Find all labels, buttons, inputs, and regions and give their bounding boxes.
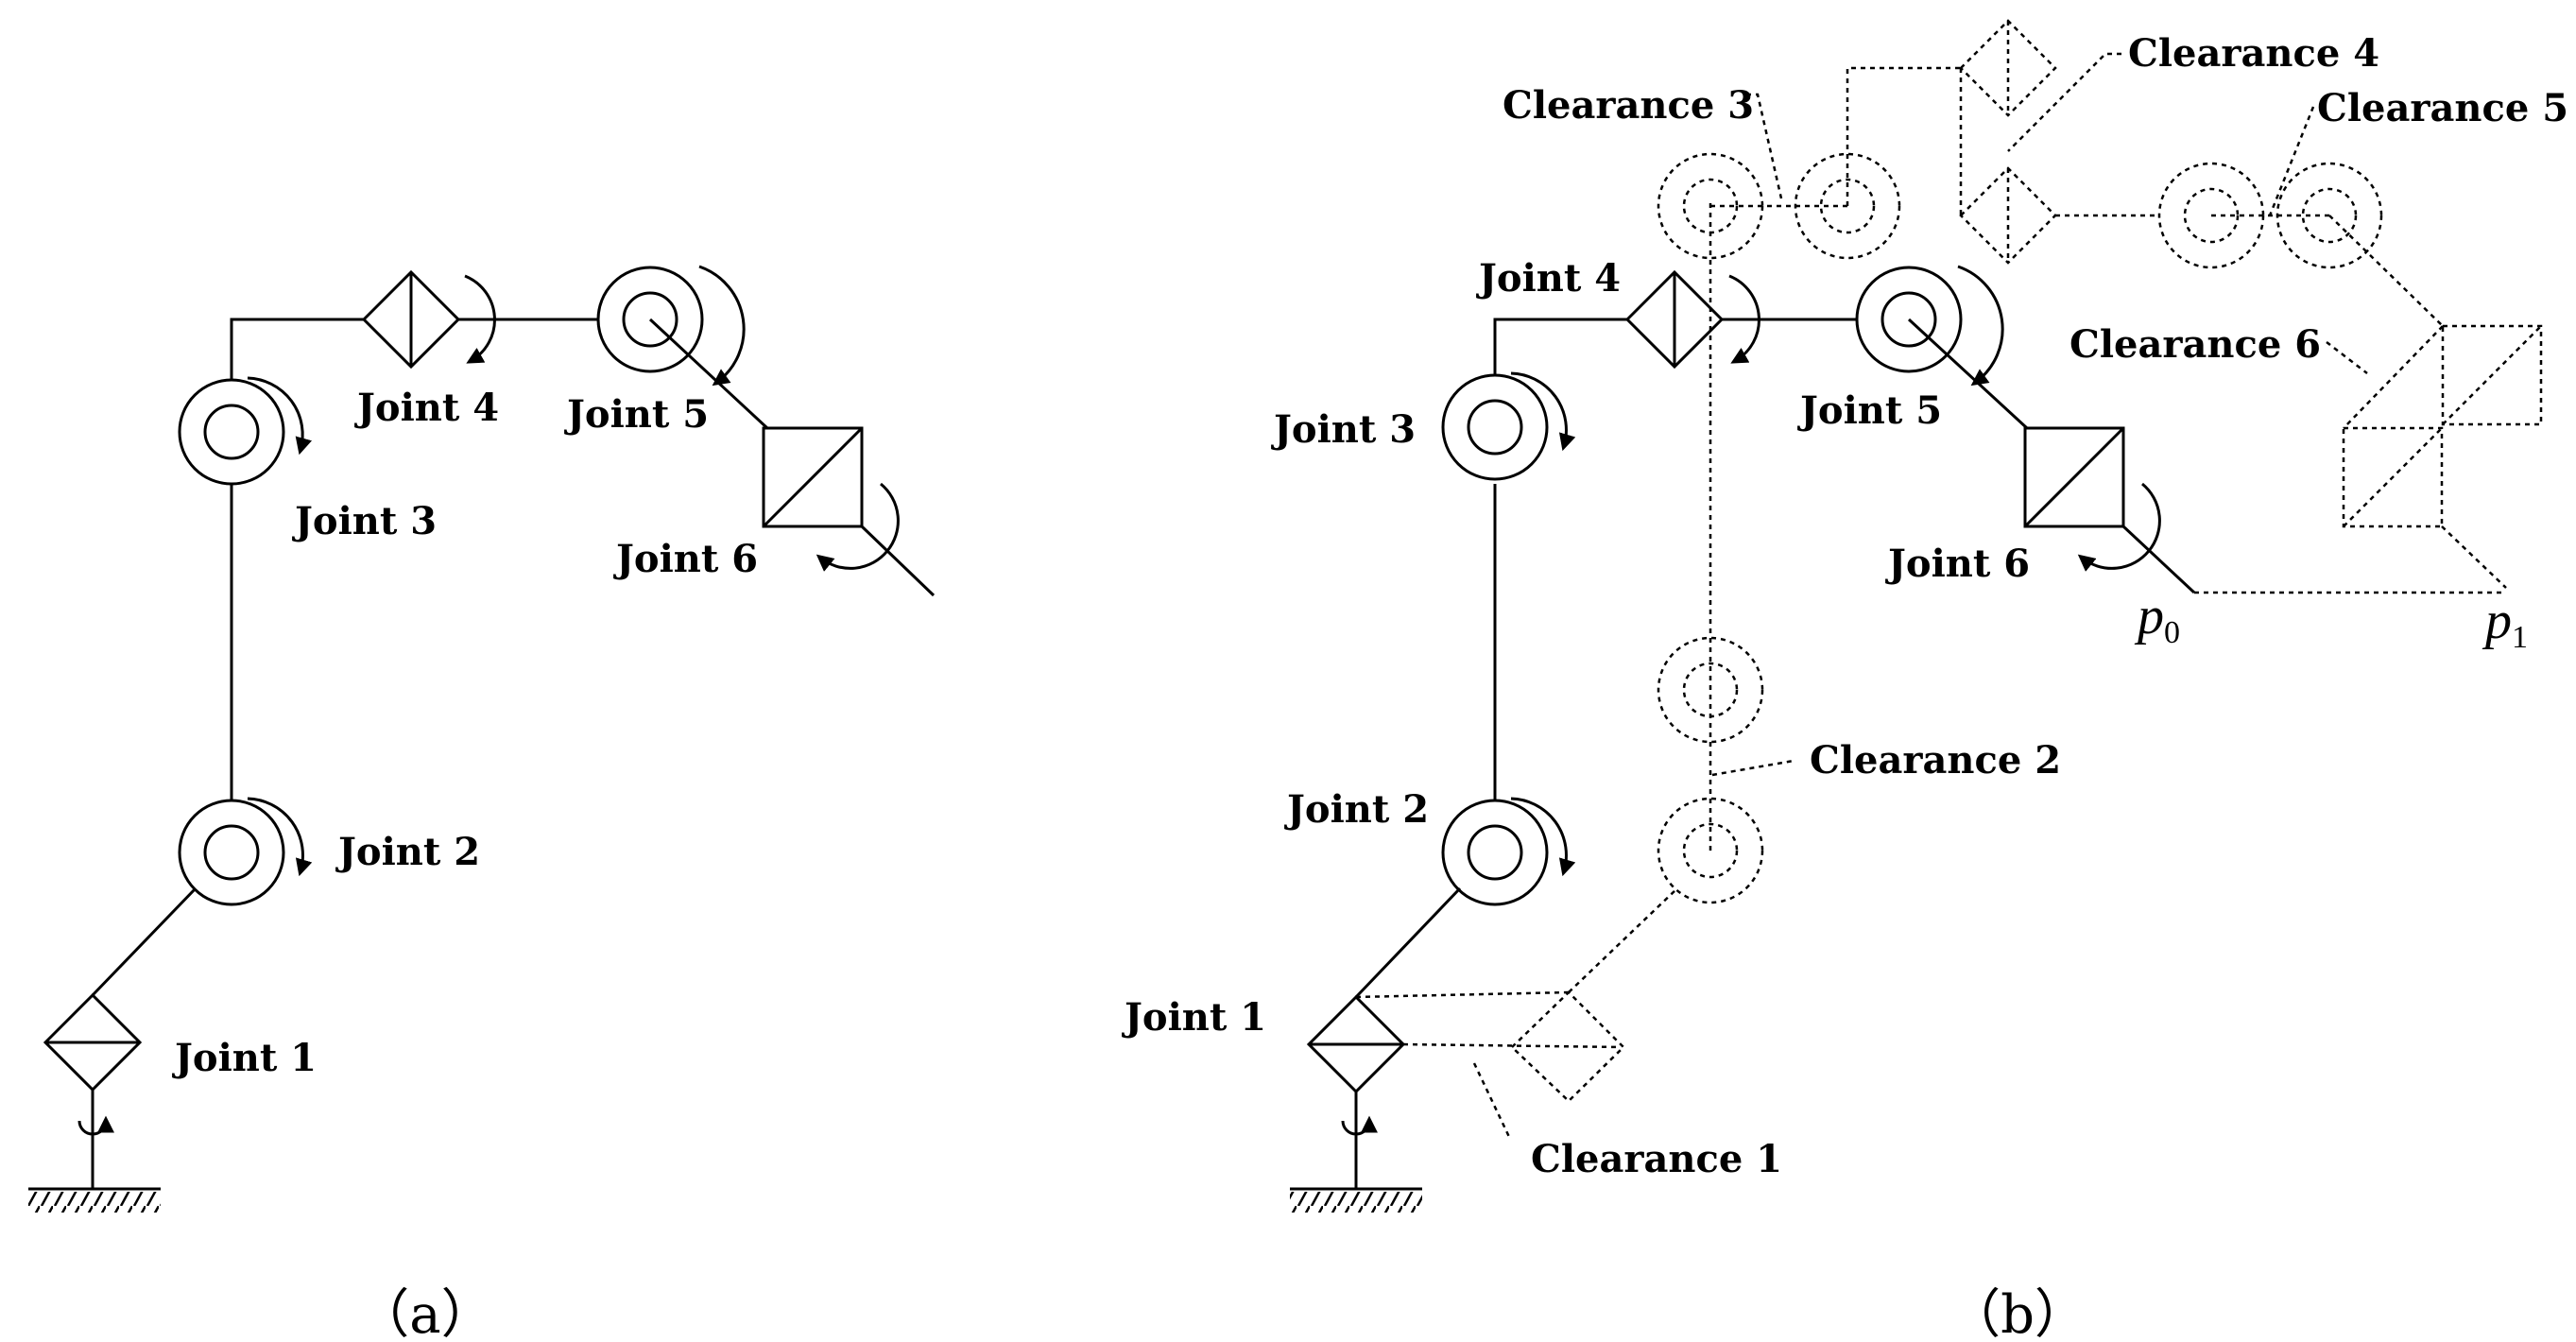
joint2-rotation-arrow-a [247, 797, 313, 877]
label-joint1-a: Joint 1 [172, 1036, 317, 1080]
joint5-rotation-arrow-a [698, 265, 746, 387]
label-joint4-a: Joint 4 [354, 386, 499, 430]
joint6-rotation-arrow-a [816, 482, 900, 572]
joint3-symbol-b [1441, 373, 1549, 481]
leader-clearance3 [1746, 93, 1783, 199]
label-clearance6: Clearance 6 [2069, 322, 2321, 367]
clearance4-lower-diamond [1959, 166, 2057, 265]
caption-a: （a） [356, 1284, 493, 1342]
label-p0: p0 [2134, 587, 2180, 650]
label-clearance2: Clearance 2 [1810, 738, 2061, 783]
joint4-symbol-a [362, 270, 460, 369]
label-joint3-b: Joint 3 [1271, 407, 1416, 452]
joint6-symbol-a [762, 426, 864, 528]
joint1-symbol-b [1307, 995, 1405, 1093]
label-joint4-b: Joint 4 [1476, 256, 1621, 301]
label-joint2-b: Joint 2 [1284, 787, 1429, 832]
joint4-rotation-arrow-b [1728, 274, 1760, 364]
caption-b: （b） [1948, 1284, 2087, 1342]
joint5-rotation-arrow-b [1957, 265, 2004, 387]
label-p1: p1 [2482, 592, 2528, 655]
label-joint6-a: Joint 6 [613, 537, 758, 581]
clearance6-upper-square [2441, 324, 2543, 426]
joint1-rotation-arrow-b [1341, 1115, 1378, 1136]
leader-clearance4 [2007, 52, 2121, 152]
label-clearance3: Clearance 3 [1503, 83, 1754, 128]
joint2-rotation-arrow-b [1510, 797, 1576, 877]
leader-clearance2 [1711, 759, 1795, 777]
joint4-symbol-b [1625, 270, 1724, 369]
joint2-symbol-b [1441, 799, 1549, 906]
clearance-configuration [1355, 19, 2543, 1140]
joint4-rotation-arrow-a [464, 274, 496, 364]
joint6-symbol-b [2023, 426, 2125, 528]
joint3-rotation-arrow-a [247, 376, 313, 456]
ground-hatch-b [1290, 1192, 1422, 1213]
leader-clearance6 [2326, 341, 2368, 374]
label-clearance4: Clearance 4 [2128, 31, 2379, 76]
leader-clearance1 [1472, 1062, 1512, 1140]
joint6-rotation-arrow-b [2077, 482, 2161, 572]
joint3-rotation-arrow-b [1510, 371, 1576, 452]
clearance4-upper-diamond [1959, 19, 2057, 117]
label-joint6-b: Joint 6 [1885, 542, 2030, 586]
panel-a: Joint 1 Joint 2 Joint 3 Joint 4 Joint 5 … [28, 265, 936, 1342]
label-joint5-b: Joint 5 [1797, 388, 1942, 433]
ground-hatch-a [28, 1192, 161, 1213]
label-clearance1: Clearance 1 [1531, 1137, 1782, 1181]
joint3-symbol-a [178, 378, 285, 486]
leader-clearance5 [2268, 106, 2315, 216]
label-joint5-a: Joint 5 [564, 392, 709, 437]
label-joint1-b: Joint 1 [1122, 995, 1266, 1040]
clearance1-diamond [1510, 990, 1625, 1103]
label-clearance5: Clearance 5 [2317, 86, 2568, 130]
joint1-rotation-arrow-a [77, 1115, 114, 1136]
label-joint2-a: Joint 2 [335, 830, 480, 874]
clearance6-lower-square [2342, 426, 2444, 528]
joint1-symbol-a [43, 993, 142, 1092]
joint2-symbol-a [178, 799, 285, 906]
panel-b: Joint 1 Joint 2 Joint 3 Joint 4 Joint 5 … [1122, 19, 2568, 1342]
label-joint3-a: Joint 3 [292, 499, 437, 543]
